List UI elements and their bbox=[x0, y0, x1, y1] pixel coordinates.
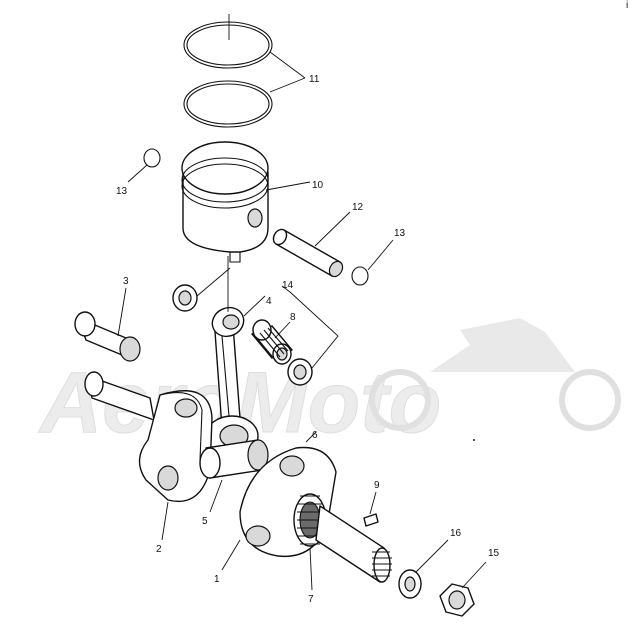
leader-10 bbox=[265, 181, 311, 191]
leader-9 bbox=[369, 491, 377, 515]
leader-13a bbox=[127, 164, 148, 183]
thrust-washer-lower bbox=[287, 358, 313, 386]
needle-bearing bbox=[251, 319, 293, 365]
callout-7: 7 bbox=[308, 594, 314, 605]
crank-pin bbox=[74, 311, 141, 362]
corner-mark: i bbox=[626, 0, 628, 11]
wrist-pin bbox=[272, 228, 344, 278]
callout-13-left: 13 bbox=[116, 186, 128, 197]
callout-12: 12 bbox=[352, 202, 364, 213]
crank-shaft-end bbox=[315, 505, 392, 583]
piston bbox=[181, 141, 269, 263]
circlip-left bbox=[143, 148, 161, 168]
leader-6 bbox=[305, 431, 317, 443]
callout-13-right: 13 bbox=[394, 228, 406, 239]
callout-8: 8 bbox=[290, 312, 296, 323]
callout-4: 4 bbox=[266, 296, 272, 307]
woodruff-key bbox=[363, 513, 379, 527]
callout-2: 2 bbox=[156, 544, 162, 555]
callout-3: 3 bbox=[123, 276, 129, 287]
watermark-logo: AeroMoto bbox=[38, 318, 621, 452]
thrust-washer-5 bbox=[199, 439, 269, 479]
callout-11: 11 bbox=[309, 74, 320, 85]
leader-13b bbox=[367, 239, 394, 271]
leader-7 bbox=[309, 547, 313, 591]
callout-16: 16 bbox=[450, 528, 462, 539]
thrust-washer-upper bbox=[172, 284, 198, 312]
washer-16 bbox=[398, 569, 422, 599]
crankshaft-half-left bbox=[84, 371, 213, 502]
callout-6: 6 bbox=[312, 430, 318, 441]
circlip-right bbox=[351, 266, 369, 286]
callout-14: 14 bbox=[282, 280, 294, 291]
leader-14 bbox=[196, 267, 339, 369]
leader-11 bbox=[269, 51, 306, 93]
callout-9: 9 bbox=[374, 480, 380, 491]
callout-10: 10 bbox=[312, 180, 324, 191]
watermark-motorcycle-icon bbox=[369, 318, 621, 431]
leader-2 bbox=[161, 501, 169, 541]
leader-15 bbox=[461, 561, 487, 589]
callout-5: 5 bbox=[202, 516, 208, 527]
leader-5 bbox=[209, 479, 223, 513]
leader-12 bbox=[314, 211, 351, 247]
piston-ring-upper bbox=[183, 21, 273, 69]
leader-4 bbox=[243, 295, 266, 317]
nut-15 bbox=[439, 583, 475, 617]
leader-3 bbox=[117, 287, 127, 337]
leader-8 bbox=[274, 321, 291, 339]
callout-1: 1 bbox=[214, 574, 220, 585]
callout-15: 15 bbox=[488, 548, 500, 559]
leader-1 bbox=[221, 539, 241, 571]
stray-dot bbox=[473, 439, 475, 441]
leader-16 bbox=[415, 539, 449, 573]
piston-ring-lower bbox=[183, 80, 273, 128]
